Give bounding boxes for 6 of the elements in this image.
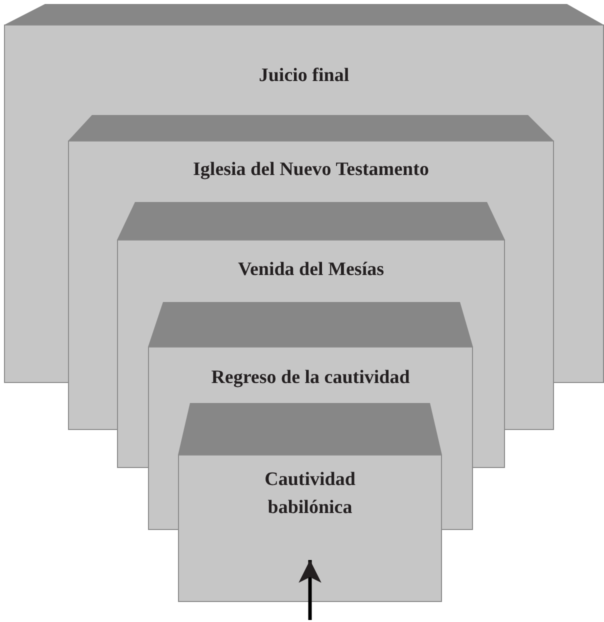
stage-label: Venida del Mesías — [236, 258, 386, 282]
stage-label: Iglesia del Nuevo Testamento — [192, 158, 430, 182]
stage-label: Juicio final — [258, 64, 350, 88]
stage-label: Cautividad babilónica — [264, 468, 356, 520]
stage-label: Regreso de la cautividad — [210, 366, 411, 390]
arrow — [298, 560, 322, 620]
